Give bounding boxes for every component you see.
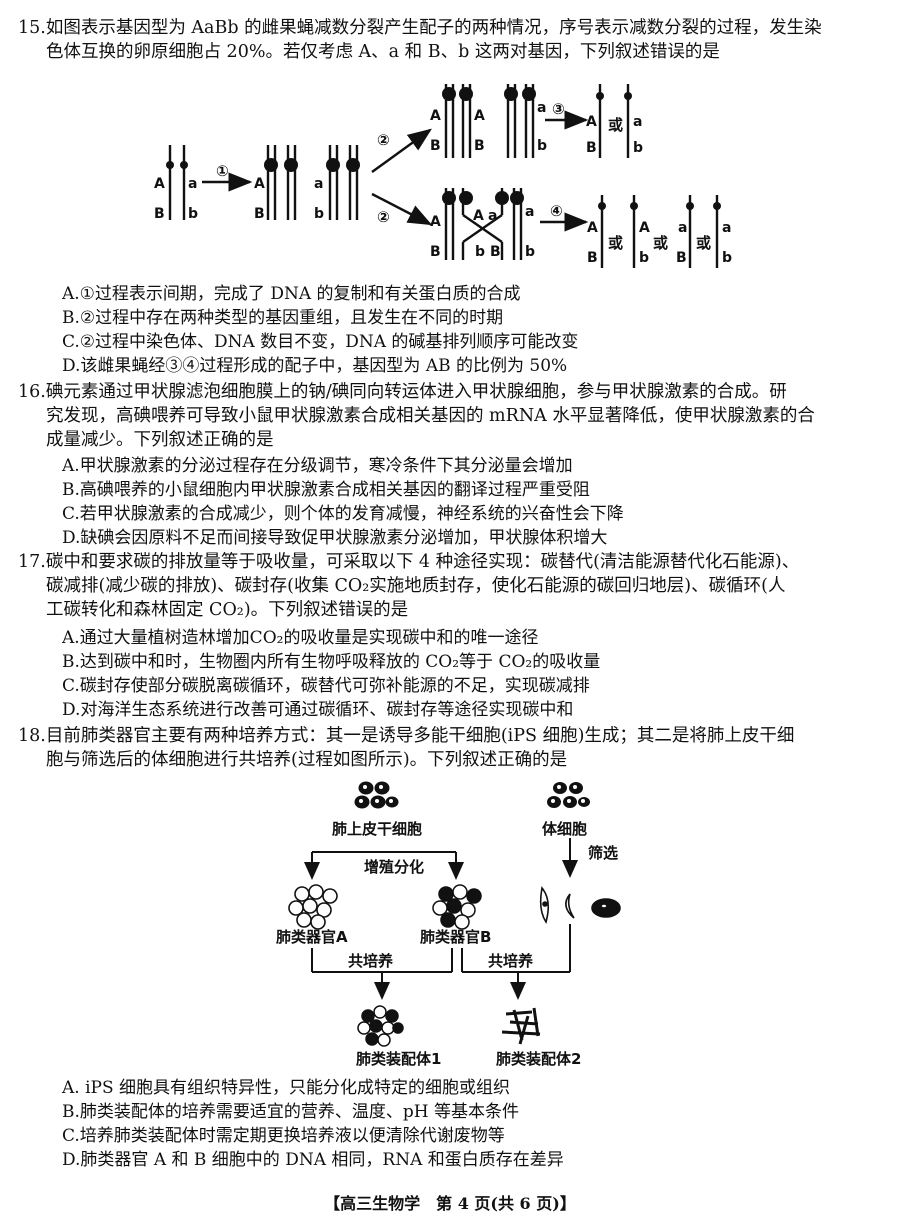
allele-b: b [639,250,649,266]
allele-a: a [314,176,323,192]
allele-B: B [254,206,265,222]
allele-a: a [525,204,534,220]
q16-option-c: C.若甲状腺激素的合成减少，则个体的发育减慢，神经系统的兴奋性会下降 [62,504,624,524]
question-15-stem: 15.如图表示基因型为 AaBb 的雌果蝇减数分裂产生配子的两种情况，序号表示减… [18,16,888,64]
lung-stem-cells-icon [354,781,399,809]
somatic-cell-label: 体细胞 [542,820,587,838]
allele-A: A [587,220,598,236]
allele-a: a [537,100,546,116]
allele-B: B [676,250,687,266]
allele-B: B [490,244,501,260]
organ-b-label: 肺类器官B [420,928,491,946]
q18-option-b: B.肺类装配体的培养需要适宜的营养、温度、pH 等基本条件 [62,1102,520,1122]
organ-b-icon [432,884,482,930]
q15-stem-line1: 15.如图表示基因型为 AaBb 的雌果蝇减数分裂产生配子的两种情况，序号表示减… [18,18,822,38]
q17-stem-line3: 工碳转化和森林固定 CO₂)。下列叙述错误的是 [46,600,409,620]
question-17-stem: 17.碳中和要求碳的排放量等于吸收量，可采取以下 4 种途径实现：碳替代(清洁能… [18,550,888,622]
allele-b: b [525,244,535,260]
q16-option-d: D.缺碘会因原料不足而间接导致促甲状腺激素分泌增加，甲状腺体积增大 [62,528,608,548]
screened-cells-icon [539,886,621,924]
q17-option-c: C.碳封存使部分碳脱离碳循环，碳替代可弥补能源的不足，实现碳减排 [62,676,590,696]
allele-B: B [474,138,485,154]
q17-option-b: B.达到碳中和时，生物圈内所有生物呼吸释放的 CO₂等于 CO₂的吸收量 [62,652,601,672]
page-footer: 【高三生物学 第 4 页(共 6 页)】 [324,1194,576,1213]
assembly-2-label: 肺类装配体2 [496,1050,581,1068]
allele-B: B [587,250,598,266]
q16-stem-line3: 成量减少。下列叙述正确的是 [46,430,274,450]
q15-stem-line2: 色体互换的卵原细胞占 20%。若仅考虑 A、a 和 B、b 这两对基因，下列叙述… [46,42,720,62]
assembly-1-label: 肺类装配体1 [356,1050,441,1068]
or-label: 或 [608,116,623,134]
q18-option-c: C.培养肺类装配体时需定期更换培养液以便清除代谢废物等 [62,1126,505,1146]
coculture-label-2: 共培养 [488,952,534,970]
q18-stem-line2: 胞与筛选后的体细胞进行共培养(过程如图所示)。下列叙述正确的是 [46,750,568,770]
allele-a: a [633,114,642,130]
step-label-1: ① [216,162,229,180]
allele-b: b [475,244,485,260]
assembly-2-icon [501,1007,541,1045]
step-label-2: ② [377,131,390,149]
lung-organoid-figure: 肺上皮干细胞 体细胞 筛选 增殖分化 肺类器官A 肺类器官B 共培养 共培养 肺… [276,781,621,1068]
allele-B: B [430,244,441,260]
allele-A: A [586,114,597,130]
allele-A: A [473,208,484,224]
organ-a-icon [288,884,338,930]
allele-A: A [639,220,650,236]
assembly-1-icon [357,1005,404,1047]
step-label-4: ④ [550,202,563,220]
proliferation-label: 增殖分化 [364,858,424,876]
q16-option-a: A.甲状腺激素的分泌过程存在分级调节，寒冷条件下其分泌量会增加 [62,456,573,476]
allele-a: a [188,176,197,192]
q16-stem-line1: 16.碘元素通过甲状腺滤泡细胞膜上的钠/碘同向转运体进入甲状腺细胞，参与甲状腺激… [18,382,787,402]
q16-stem-line2: 究发现，高碘喂养可导致小鼠甲状腺激素合成相关基因的 mRNA 水平显著降低，使甲… [46,406,815,426]
organ-a-label: 肺类器官A [276,928,348,946]
allele-b: b [537,138,547,154]
q18-option-a: A. iPS 细胞具有组织特异性，只能分化成特定的细胞或组织 [62,1078,511,1098]
somatic-cells-icon [547,782,590,808]
allele-a: a [678,220,687,236]
q15-option-b: B.②过程中存在两种类型的基因重组，且发生在不同的时期 [62,308,504,328]
q15-option-a: A.①过程表示间期，完成了 DNA 的复制和有关蛋白质的合成 [62,284,521,304]
q15-option-c: C.②过程中染色体、DNA 数目不变，DNA 的碱基排列顺序可能改变 [62,332,579,352]
or-label: 或 [696,234,711,252]
lung-stem-cell-label: 肺上皮干细胞 [332,820,422,838]
allele-A: A [430,108,441,124]
allele-a: a [488,208,497,224]
allele-b: b [633,140,643,156]
coculture-label-1: 共培养 [348,952,394,970]
allele-A: A [430,214,441,230]
question-18-stem: 18.目前肺类器官主要有两种培养方式：其一是诱导多能干细胞(iPS 细胞)生成；… [18,724,888,772]
allele-a: a [722,220,731,236]
screening-label: 筛选 [588,844,618,862]
q17-stem-line1: 17.碳中和要求碳的排放量等于吸收量，可采取以下 4 种途径实现：碳替代(清洁能… [18,552,800,572]
allele-b: b [314,206,324,222]
q18-option-d: D.肺类器官 A 和 B 细胞中的 DNA 相同，RNA 和蛋白质存在差异 [62,1150,564,1170]
allele-A: A [474,108,485,124]
step-label-3: ③ [552,100,565,118]
allele-A: A [254,176,265,192]
q15-option-d: D.该雌果蝇经③④过程形成的配子中，基因型为 AB 的比例为 50% [62,356,568,376]
allele-B: B [430,138,441,154]
allele-b: b [722,250,732,266]
allele-B: B [586,140,597,156]
q16-option-b: B.高碘喂养的小鼠细胞内甲状腺激素合成相关基因的翻译过程严重受阻 [62,480,590,500]
allele-b: b [188,206,198,222]
q17-option-d: D.对海洋生态系统进行改善可通过碳循环、碳封存等途径实现碳中和 [62,700,574,720]
q17-stem-line2: 碳减排(减少碳的排放)、碳封存(收集 CO₂实施地质封存，使化石能源的碳回归地层… [46,576,786,596]
step-label-2: ② [377,208,390,226]
allele-A: A [154,176,165,192]
or-label: 或 [653,234,668,252]
allele-B: B [154,206,165,222]
or-label: 或 [608,234,623,252]
q17-option-a: A.通过大量植树造林增加CO₂的吸收量是实现碳中和的唯一途径 [62,628,539,648]
q18-stem-line1: 18.目前肺类器官主要有两种培养方式：其一是诱导多能干细胞(iPS 细胞)生成；… [18,726,795,746]
meiosis-figure: A a B b A a B b A A a B B b A B a b A A … [154,84,732,268]
question-16-stem: 16.碘元素通过甲状腺滤泡细胞膜上的钠/碘同向转运体进入甲状腺细胞，参与甲状腺激… [18,380,888,452]
